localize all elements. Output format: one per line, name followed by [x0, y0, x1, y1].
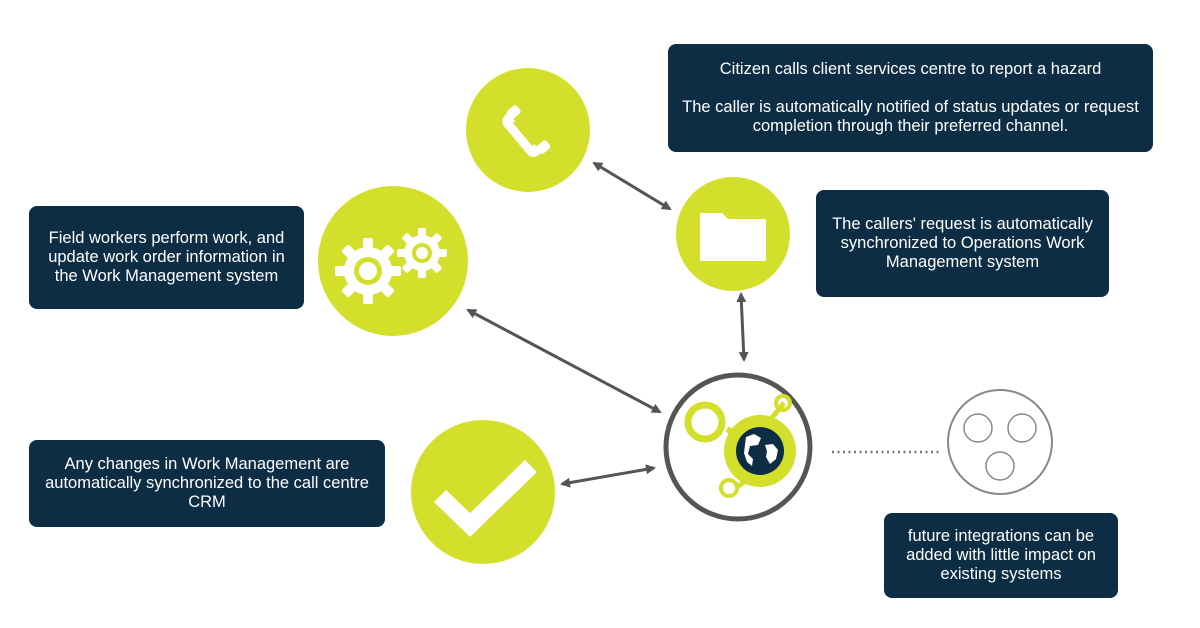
changes-sync-box: Any changes in Work Management are autom… [29, 440, 385, 527]
gears-node [318, 186, 468, 336]
connector-folder-hub [736, 292, 749, 362]
check-node [411, 420, 555, 564]
request-sync-text: The callers' request is automatically sy… [832, 215, 1093, 271]
folder-node [676, 177, 790, 291]
hub-node [663, 372, 813, 522]
globe-hub-icon [684, 394, 796, 498]
connector-gears-hub [466, 308, 662, 414]
gears-icon [335, 228, 447, 304]
citizen-call-text: Citizen calls client services centre to … [719, 60, 1102, 78]
connector-check-hub [560, 464, 656, 488]
connector-phone-folder [592, 161, 672, 211]
checkmark-icon [434, 459, 537, 537]
phone-node [466, 68, 590, 192]
future-integrations-text: future integrations can be added with li… [906, 527, 1096, 583]
future-node [947, 389, 1053, 495]
citizen-call-box: Citizen calls client services centre to … [668, 44, 1153, 152]
phone-icon [502, 105, 551, 157]
caller-notified-text: The caller is automatically notified of … [682, 98, 1139, 135]
changes-sync-text: Any changes in Work Management are autom… [45, 455, 369, 511]
field-workers-box: Field workers perform work, and update w… [29, 206, 304, 309]
request-sync-box: The callers' request is automatically sy… [816, 190, 1109, 297]
field-workers-text: Field workers perform work, and update w… [48, 229, 285, 285]
future-circles-icon [963, 413, 1037, 481]
future-integrations-box: future integrations can be added with li… [884, 513, 1118, 598]
folder-icon [700, 213, 766, 261]
